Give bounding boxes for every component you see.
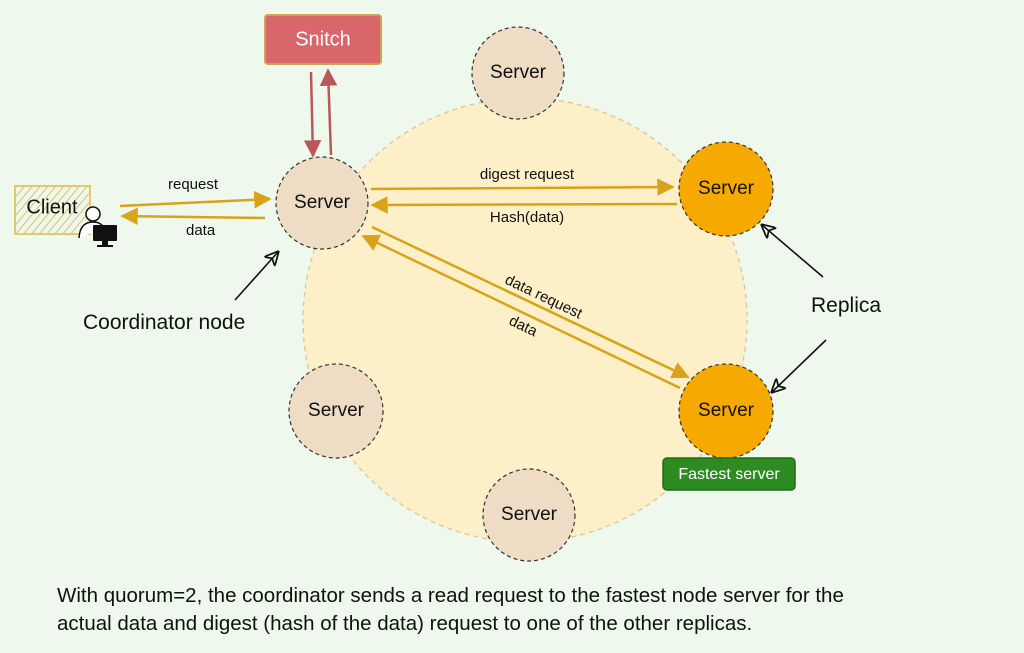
- request-label: request: [168, 176, 219, 193]
- snitch-box: Snitch: [264, 14, 382, 65]
- caption: With quorum=2, the coordinator sends a r…: [57, 582, 997, 638]
- hash-data-label: Hash(data): [490, 209, 564, 226]
- replica-label: Replica: [811, 294, 881, 317]
- replica-server-2-label: Server: [698, 400, 755, 421]
- arrow-data-to-client: [120, 207, 266, 225]
- data-to-client-label: data: [186, 222, 216, 239]
- coordinator-server-label: Server: [294, 192, 351, 213]
- server-left-label: Server: [308, 400, 365, 421]
- coordinator-pointer: [234, 252, 278, 301]
- replica-server-1: Server: [678, 141, 774, 237]
- replica-pointer-2: [772, 339, 827, 392]
- server-bottom-label: Server: [501, 504, 558, 525]
- arrow-snitch-to-coordinator: [303, 71, 322, 158]
- coordinator-node-label: Coordinator node: [83, 311, 245, 334]
- arrow-data-request: [371, 225, 690, 379]
- server-bottom: Server: [482, 468, 576, 562]
- caption-line-2: actual data and digest (hash of the data…: [57, 612, 753, 635]
- replica-pointer-1: [762, 225, 824, 278]
- replica-server-2: Server: [678, 363, 774, 459]
- digest-request-label: digest request: [480, 166, 575, 183]
- arrow-digest-request: [370, 178, 675, 196]
- server-top: Server: [471, 26, 565, 120]
- arrow-request: [119, 190, 272, 209]
- client-box: Client: [14, 185, 91, 235]
- replica-server-1-label: Server: [698, 178, 755, 199]
- caption-line-1: With quorum=2, the coordinator sends a r…: [57, 584, 844, 607]
- server-top-label: Server: [490, 62, 547, 83]
- fastest-server-label: Fastest server: [678, 466, 780, 483]
- coordinator-server: Server: [275, 156, 369, 250]
- snitch-label: Snitch: [295, 28, 351, 50]
- client-label: Client: [26, 196, 78, 218]
- arrow-hash-data: [370, 196, 678, 214]
- fastest-server-badge: Fastest server: [662, 457, 796, 491]
- arrow-coordinator-to-snitch: [319, 68, 338, 156]
- computer-icon: [93, 225, 117, 247]
- server-left: Server: [288, 363, 384, 459]
- arrow-data-back: [361, 234, 681, 390]
